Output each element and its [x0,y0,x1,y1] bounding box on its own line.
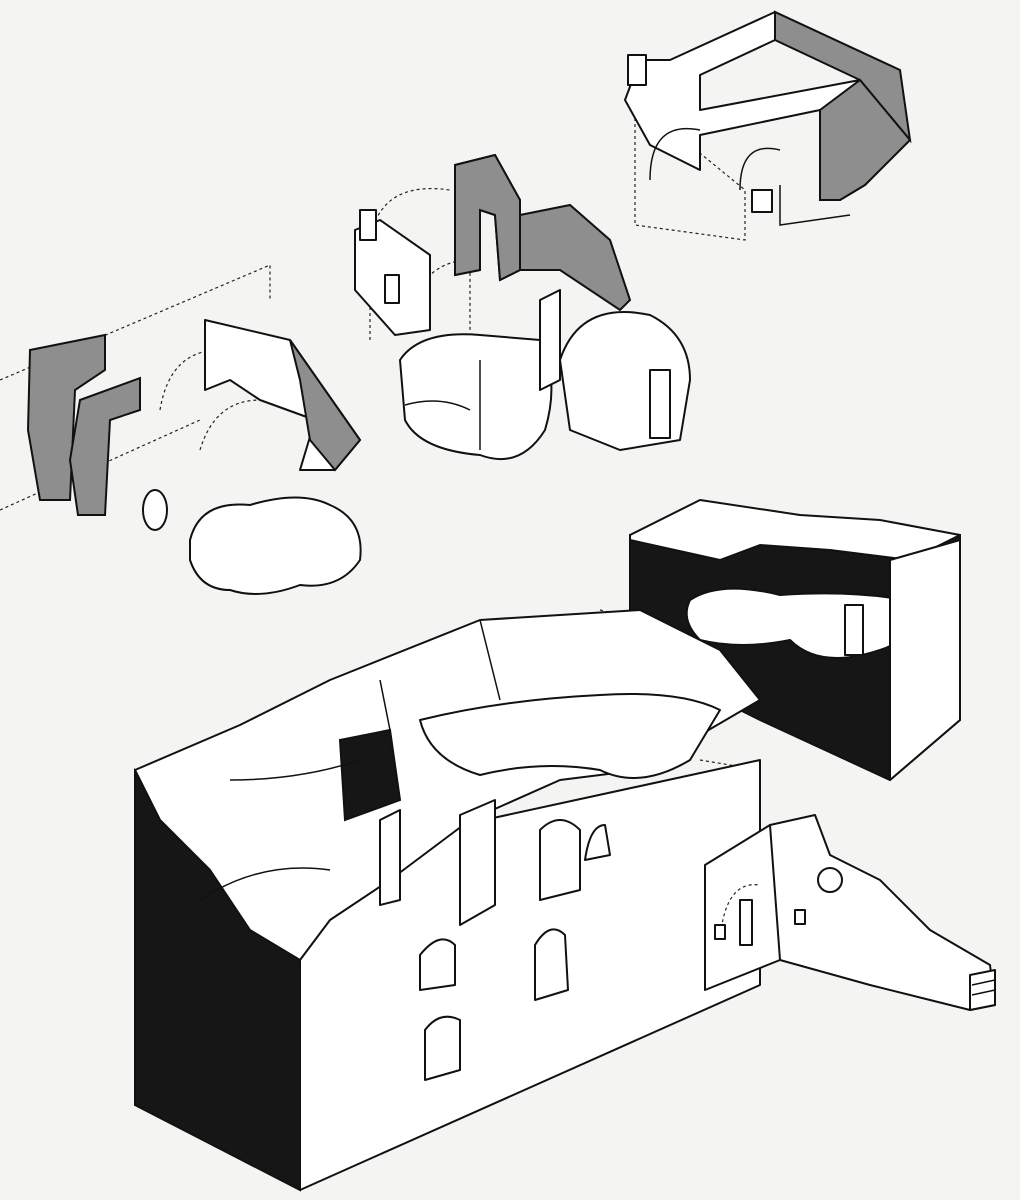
main-rock-block [134,609,761,1192]
facade-module [704,814,996,1011]
excavated-rock-block [629,499,961,782]
middle-module [354,153,691,461]
left-module [0,264,362,595]
upper-right-module [624,10,912,241]
